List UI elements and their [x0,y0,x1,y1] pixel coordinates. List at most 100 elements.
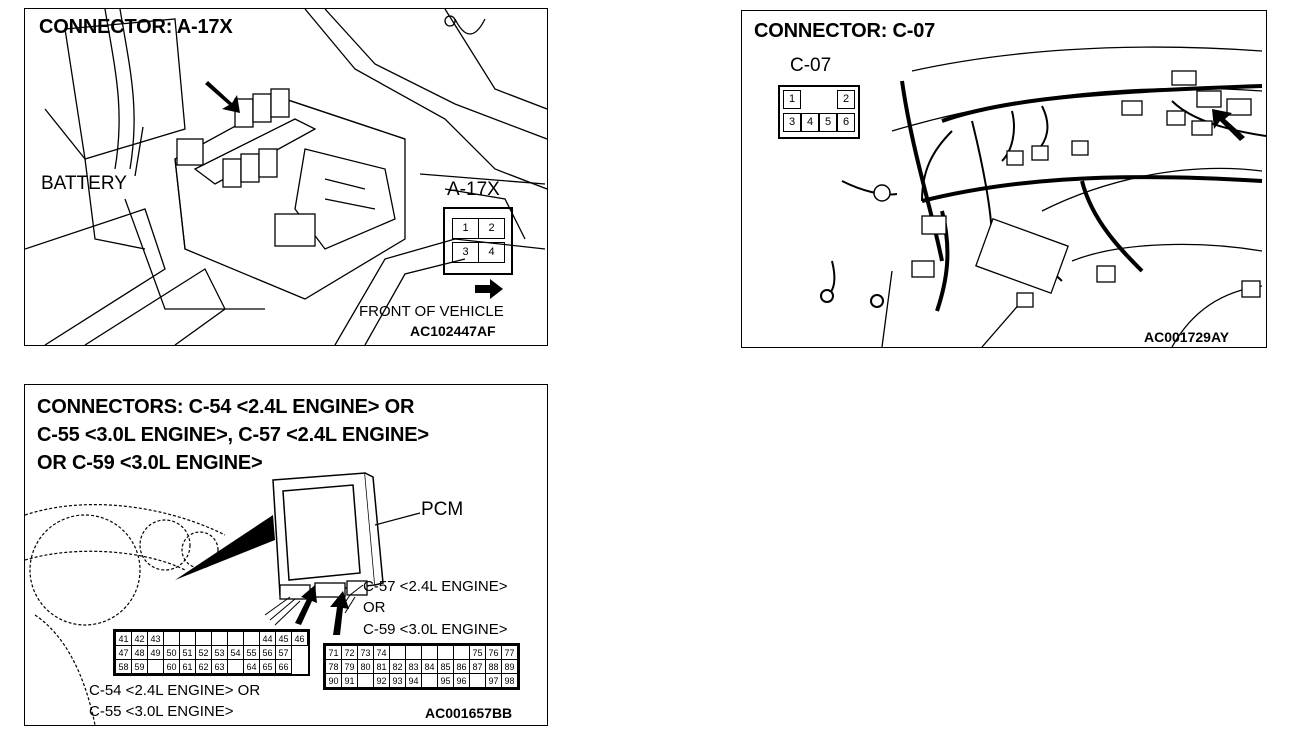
connector-face-c07: 1 2 3 4 5 6 [778,85,860,139]
figure-code: AC102447AF [410,323,496,339]
pin-65: 65 [259,659,276,674]
dashboard-pcm-illustration [25,472,421,725]
connector-arrow-left [295,585,317,625]
pin-94: 94 [405,673,422,688]
c55-label: C-55 <3.0L ENGINE> [89,703,234,720]
front-direction-arrow [475,279,503,299]
pin-91: 91 [341,673,358,688]
pin-97: 97 [485,673,502,688]
pin-49: 49 [147,645,164,660]
pin-63: 63 [211,659,228,674]
pin-83: 83 [405,659,422,674]
empty-pin [211,631,228,646]
pin-60: 60 [163,659,180,674]
empty-pin [227,631,244,646]
pin-3: 3 [452,242,479,263]
pin-6: 6 [837,113,855,132]
connector-arrow-right [330,591,349,635]
pin-72: 72 [341,645,358,660]
pin-1: 1 [452,218,479,239]
pin-48: 48 [131,645,148,660]
empty-pin [437,645,454,660]
pin-44: 44 [259,631,276,646]
pin-57: 57 [275,645,292,660]
pin-82: 82 [389,659,406,674]
pin-3: 3 [783,113,801,132]
pin-86: 86 [453,659,470,674]
pin-89: 89 [501,659,518,674]
pin-92: 92 [373,673,390,688]
pin-46: 46 [291,631,308,646]
pin-71: 71 [325,645,342,660]
pin-43: 43 [147,631,164,646]
relay-pointer-arrow [205,81,240,113]
panel-connector-a17x: CONNECTOR: A-17X BATTERY A-17X 1 2 3 4 F… [24,8,548,346]
pin-52: 52 [195,645,212,660]
pin-61: 61 [179,659,196,674]
empty-pin [421,673,438,688]
pin-79: 79 [341,659,358,674]
pin-84: 84 [421,659,438,674]
pin-55: 55 [243,645,260,660]
empty-pin [179,631,196,646]
empty-pin [469,673,486,688]
pin-85: 85 [437,659,454,674]
pin-42: 42 [131,631,148,646]
empty-pin [405,645,422,660]
figure-code: AC001729AY [1144,329,1230,345]
figure-code: AC001657BB [425,705,513,721]
pin-81: 81 [373,659,390,674]
empty-pin [389,645,406,660]
connector-label: A-17X [447,179,500,200]
c57-label: C-57 <2.4L ENGINE> [363,578,508,595]
pin-56: 56 [259,645,276,660]
pin-4: 4 [478,242,505,263]
dash-harness-illustration [820,46,1266,347]
pin-75: 75 [469,645,486,660]
pin-64: 64 [243,659,260,674]
empty-pin [147,659,164,674]
pin-87: 87 [469,659,486,674]
panel-connectors-pcm: CONNECTORS: C-54 <2.4L ENGINE> OR C-55 <… [24,384,548,726]
pin-76: 76 [485,645,502,660]
pin-2: 2 [478,218,505,239]
panel-title-line-1: CONNECTORS: C-54 <2.4L ENGINE> OR [37,396,415,418]
pin-47: 47 [115,645,132,660]
engine-bay-illustration [25,9,547,345]
pin-41: 41 [115,631,132,646]
pin-77: 77 [501,645,518,660]
pin-93: 93 [389,673,406,688]
pin-45: 45 [275,631,292,646]
pin-90: 90 [325,673,342,688]
pin-59: 59 [131,659,148,674]
pin-62: 62 [195,659,212,674]
empty-pin [195,631,212,646]
c54-label: C-54 <2.4L ENGINE> OR [89,682,261,699]
pin-54: 54 [227,645,244,660]
pin-96: 96 [453,673,470,688]
empty-pin [357,673,374,688]
panel-title-line-3: OR C-59 <3.0L ENGINE> [37,452,263,474]
pin-80: 80 [357,659,374,674]
c59-label: C-59 <3.0L ENGINE> [363,621,508,638]
connector-label: C-07 [790,55,832,76]
panel-connector-c07: CONNECTOR: C-07 C-07 1 2 3 4 5 6 AC00172… [741,10,1267,348]
pin-78: 78 [325,659,342,674]
panel-title: CONNECTOR: C-07 [754,20,936,42]
pin-2: 2 [837,90,855,109]
empty-pin [243,631,260,646]
panel-title-line-2: C-55 <3.0L ENGINE>, C-57 <2.4L ENGINE> [37,424,429,446]
pcm-label: PCM [421,499,464,520]
pin-95: 95 [437,673,454,688]
connector-face-a17x: 1 2 3 4 [443,207,513,275]
pin-66: 66 [275,659,292,674]
pin-73: 73 [357,645,374,660]
empty-pin [453,645,470,660]
battery-label: BATTERY [41,173,127,194]
front-of-vehicle-label: FRONT OF VEHICLE [359,303,504,320]
pin-51: 51 [179,645,196,660]
connector-pointer-arrow [1212,109,1245,141]
panel-title: CONNECTOR: A-17X [39,16,233,38]
pin-98: 98 [501,673,518,688]
